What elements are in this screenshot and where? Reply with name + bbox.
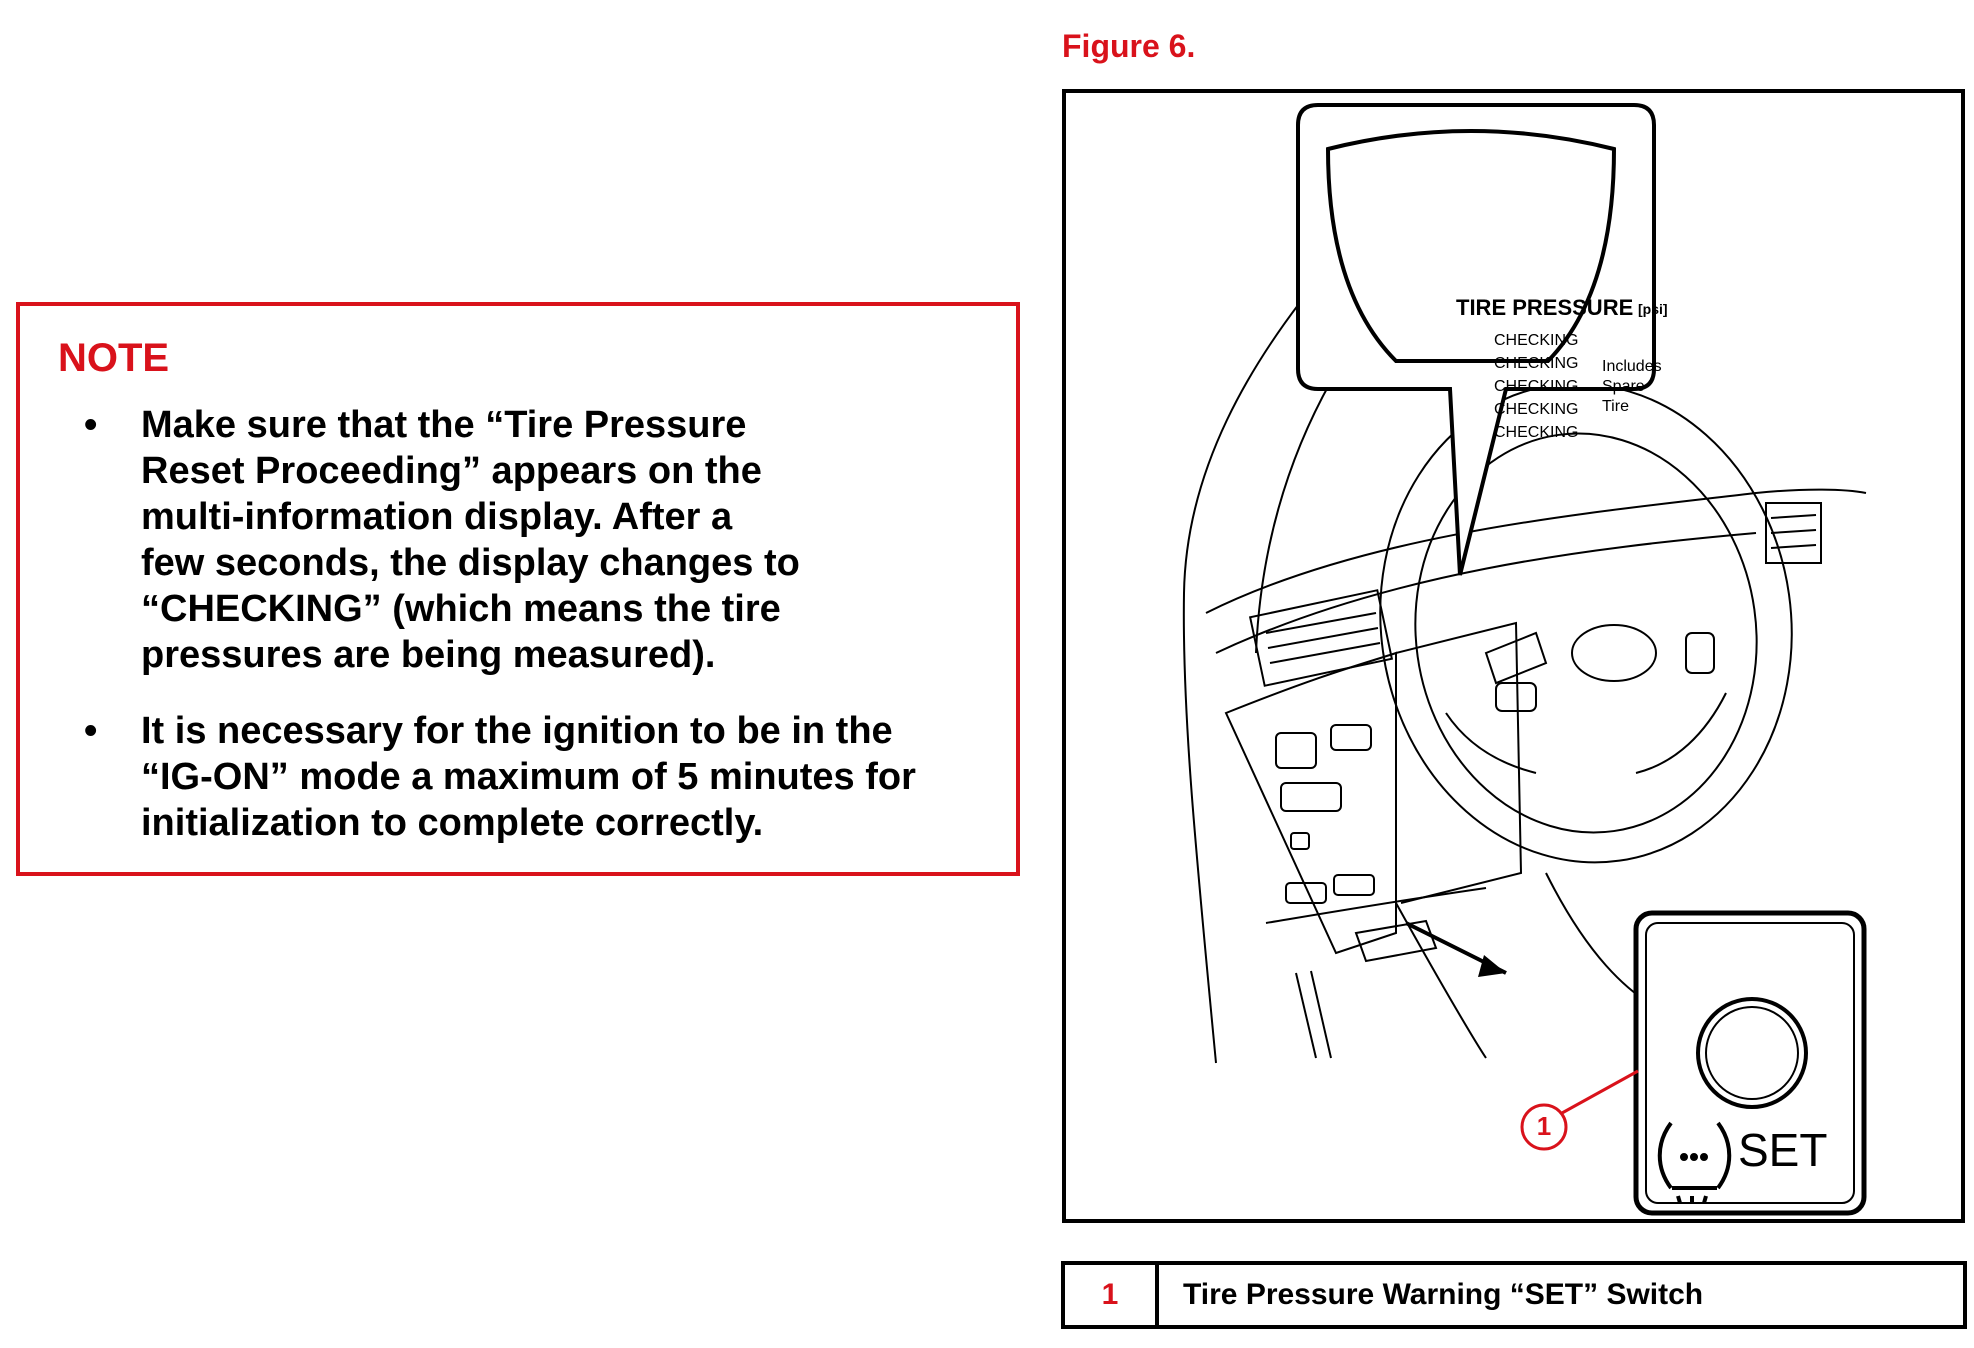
display-side-note: Includes Spare Tire [1602,357,1662,417]
callout-leader [1561,1069,1639,1115]
note-line: “IG-ON” mode a maximum of 5 minutes for [141,756,916,798]
bullet-icon: • [84,404,98,446]
display-row: CHECKING [1494,424,1579,441]
set-switch-button [1696,997,1808,1109]
bullet-icon: • [84,710,98,752]
note-line: initialization to complete correctly. [141,802,764,844]
display-row: CHECKING [1494,332,1579,349]
note-bullet-1: • Make sure that the “Tire Pressure Rese… [20,402,1010,678]
note-line: Make sure that the “Tire Pressure [141,404,747,446]
callout-circle [1520,1103,1568,1151]
note-bullet-2: • It is necessary for the ignition to be… [20,708,1010,846]
tire-pressure-icon [1657,1121,1732,1204]
figure-caption: Figure 6. [1062,28,1196,64]
display-screen [1325,129,1617,363]
side-note-line: Tire [1602,398,1629,415]
callout-number: 1 [1536,1111,1552,1141]
dashboard-outline [1182,257,1337,1064]
note-line: pressures are being measured). [141,634,716,676]
dashboard-illustration [1182,103,1867,1216]
display-rows: CHECKING CHECKING CHECKING CHECKING CHEC… [1494,329,1578,444]
note-line: Reset Proceeding” appears on the [141,450,762,492]
note-list: • Make sure that the “Tire Pressure Rese… [20,402,1010,876]
display-unit: [psi] [1638,301,1668,317]
display-row: CHECKING [1494,401,1579,418]
display-row: CHECKING [1494,355,1579,372]
set-switch-label: SET [1738,1124,1828,1176]
legend-number: 1 [1065,1265,1159,1325]
display-title: TIRE PRESSURE [1456,295,1634,320]
legend-label: Tire Pressure Warning “SET” Switch [1183,1278,1704,1311]
display-row: CHECKING [1494,378,1579,395]
steering-wheel [1379,382,1793,864]
side-note-line: Includes [1602,358,1662,375]
note-box: NOTE • Make sure that the “Tire Pressure… [16,302,1020,876]
note-line: few seconds, the display changes to [141,542,800,584]
note-line: multi-information display. After a [141,496,733,538]
note-title: NOTE [58,336,170,380]
note-line: It is necessary for the ignition to be i… [141,710,893,752]
figure-frame: TIRE PRESSURE [psi] CHECKING CHECKING CH… [1062,89,1965,1223]
legend-row: 1 Tire Pressure Warning “SET” Switch [1061,1261,1967,1329]
side-note-line: Spare [1602,378,1645,395]
note-line: “CHECKING” (which means the tire [141,588,781,630]
